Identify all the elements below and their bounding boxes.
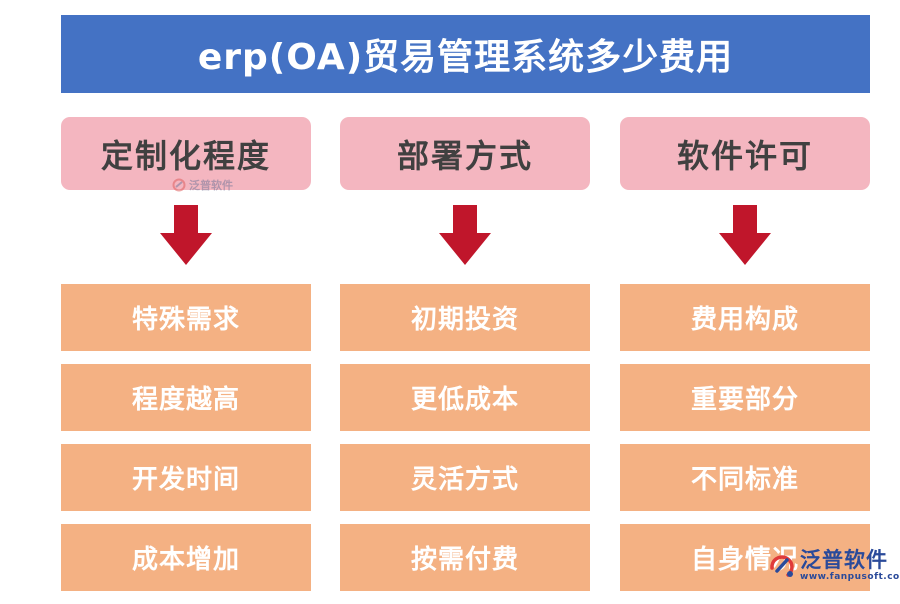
arrow-down-icon bbox=[61, 190, 311, 284]
item-label: 不同标准 bbox=[690, 465, 799, 495]
watermark-logo: 泛普软件 www.fanpusoft.com bbox=[768, 550, 900, 582]
column-header-label: 定制化程度 bbox=[100, 136, 271, 175]
item-label: 按需付费 bbox=[410, 545, 519, 575]
item-label: 初期投资 bbox=[410, 305, 519, 335]
fanpu-logo-icon bbox=[770, 555, 794, 577]
title-banner: erp(OA)贸易管理系统多少费用 bbox=[61, 15, 870, 93]
item-label: 重要部分 bbox=[690, 385, 799, 415]
list-item: 成本增加 bbox=[61, 524, 311, 591]
column-header: 部署方式 bbox=[340, 117, 590, 190]
list-item: 开发时间 bbox=[61, 444, 311, 511]
list-item: 初期投资 bbox=[340, 284, 590, 351]
arrow-down-icon bbox=[340, 190, 590, 284]
list-item: 自身情况 bbox=[620, 524, 870, 591]
arrow-down-icon bbox=[620, 190, 870, 284]
list-item: 不同标准 bbox=[620, 444, 870, 511]
watermark-name: 泛普软件 bbox=[800, 548, 888, 572]
fanpu-logo-icon bbox=[172, 178, 186, 192]
list-item: 特殊需求 bbox=[61, 284, 311, 351]
column-header: 软件许可 bbox=[620, 117, 870, 190]
column-customization: 定制化程度 特殊需求 程度越高 开发时间 成本增加 bbox=[61, 117, 311, 604]
item-label: 特殊需求 bbox=[131, 305, 240, 335]
column-license: 软件许可 费用构成 重要部分 不同标准 自身情况 bbox=[620, 117, 870, 604]
item-label: 灵活方式 bbox=[410, 465, 519, 495]
watermark-small-text: 泛普软件 bbox=[189, 179, 233, 192]
list-item: 重要部分 bbox=[620, 364, 870, 431]
list-item: 程度越高 bbox=[61, 364, 311, 431]
list-item: 更低成本 bbox=[340, 364, 590, 431]
column-header-label: 软件许可 bbox=[676, 136, 813, 175]
item-label: 更低成本 bbox=[410, 385, 519, 415]
watermark-small: 泛普软件 bbox=[172, 177, 233, 193]
column-header: 定制化程度 bbox=[61, 117, 311, 190]
item-label: 开发时间 bbox=[131, 465, 240, 495]
watermark-url: www.fanpusoft.com bbox=[800, 572, 900, 582]
page-title: erp(OA)贸易管理系统多少费用 bbox=[197, 37, 734, 78]
column-header-label: 部署方式 bbox=[396, 136, 533, 175]
list-item: 费用构成 bbox=[620, 284, 870, 351]
item-label: 成本增加 bbox=[131, 545, 240, 575]
item-label: 程度越高 bbox=[131, 385, 240, 415]
item-label: 费用构成 bbox=[690, 305, 799, 335]
list-item: 按需付费 bbox=[340, 524, 590, 591]
list-item: 灵活方式 bbox=[340, 444, 590, 511]
column-deployment: 部署方式 初期投资 更低成本 灵活方式 按需付费 bbox=[340, 117, 590, 604]
